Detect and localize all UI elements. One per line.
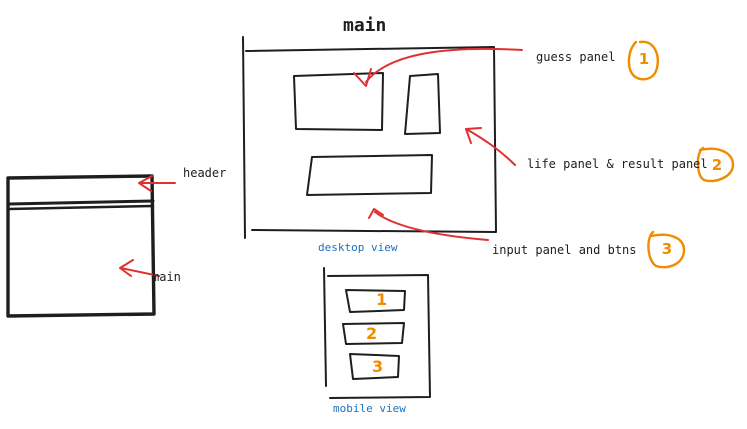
- desktop-frame: [242, 36, 497, 239]
- annotation-arrows: [119, 47, 523, 277]
- badge-life-result-panel: 2: [711, 156, 723, 174]
- arrow-to-guess-panel: [365, 47, 523, 83]
- mobile-slot-3: 3: [372, 357, 384, 376]
- mobile-slot-1: 1: [376, 290, 388, 309]
- badge-guess-panel: 1: [638, 50, 650, 68]
- main-label: main: [152, 270, 181, 284]
- small-wireframe: [6, 174, 156, 318]
- annotation-input-panel: input panel and btns: [492, 243, 637, 257]
- badge-circles: [627, 40, 735, 269]
- input-panel-box: [306, 154, 433, 196]
- header-label: header: [183, 166, 227, 180]
- mobile-slot-2: 2: [366, 324, 378, 343]
- badge-input-panel: 3: [661, 240, 673, 258]
- mobile-frame: [323, 267, 431, 399]
- life-result-panel-box: [404, 73, 441, 135]
- diagram-title: main: [343, 15, 387, 36]
- annotation-life-result-panel: life panel & result panel: [527, 157, 708, 171]
- arrow-to-life-panel: [467, 129, 516, 166]
- arrow-to-input-panel: [374, 211, 489, 241]
- mobile-view-caption: mobile view: [333, 402, 406, 415]
- annotation-guess-panel: guess panel: [536, 50, 616, 64]
- desktop-view-caption: desktop view: [318, 241, 398, 254]
- guess-panel-box: [293, 72, 384, 131]
- arrow-to-main: [120, 267, 160, 277]
